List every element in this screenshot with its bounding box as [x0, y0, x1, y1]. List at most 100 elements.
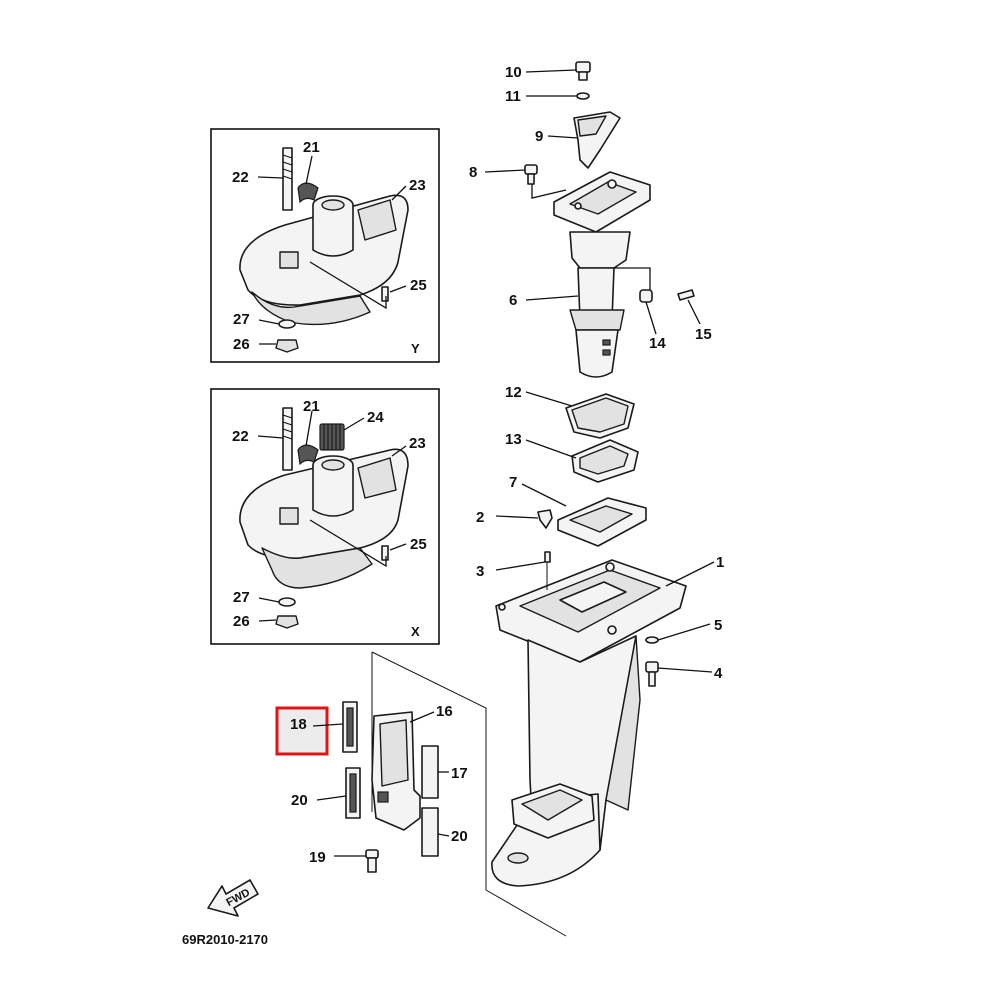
- bolt-8: [524, 164, 538, 175]
- upper-mount-hole-b: [574, 202, 582, 210]
- ref-line-outer: [371, 651, 487, 890]
- bolt-4-shank: [648, 671, 656, 687]
- callout-18[interactable]: 18: [290, 716, 307, 733]
- damper-20-right: [421, 807, 439, 857]
- casing-top-opening: [559, 581, 627, 613]
- leader-13: [525, 439, 577, 459]
- insert-cartridge-y: [297, 182, 319, 204]
- leader-8: [484, 169, 526, 173]
- rubber-mount-group: 18 16 17 20 20 19: [275, 651, 567, 937]
- callout-20-right: 20: [451, 828, 468, 845]
- washer-11: [576, 92, 590, 100]
- seal-13-inner: [579, 445, 629, 475]
- leader-y25-b: [389, 285, 407, 293]
- nut-x: [275, 615, 299, 629]
- callout-x22: 22: [232, 428, 249, 445]
- detail-frame-y: 22 21 23 25 27 26 Y: [210, 128, 440, 363]
- callout-x26: 26: [233, 613, 250, 630]
- housing-pocket-x: [357, 457, 397, 499]
- callout-17: 17: [451, 765, 468, 782]
- callout-9: 9: [535, 128, 543, 145]
- leader-y25-a: [309, 261, 387, 310]
- leader-y23: [391, 185, 407, 201]
- bolt-19-shank: [367, 857, 377, 873]
- housing-skirt-x: [261, 547, 373, 589]
- dowel-3: [544, 551, 551, 563]
- callout-y23: 23: [409, 177, 426, 194]
- callout-y21: 21: [303, 139, 320, 156]
- callout-3: 3: [476, 563, 484, 580]
- callout-x21: 21: [303, 398, 320, 415]
- callout-12: 12: [505, 384, 522, 401]
- callout-y25: 25: [410, 277, 427, 294]
- dowel-pin-x: [381, 545, 389, 561]
- leader-2: [495, 515, 539, 519]
- highlight-box-18[interactable]: [275, 706, 329, 756]
- callout-14: 14: [649, 335, 666, 352]
- leader-4: [657, 667, 713, 673]
- upper-collar: [569, 231, 631, 269]
- screw-15: [677, 289, 695, 301]
- callout-19: 19: [309, 849, 326, 866]
- callout-13: 13: [505, 431, 522, 448]
- leader-x22: [257, 435, 284, 439]
- callout-y22: 22: [232, 169, 249, 186]
- housing-port-y: [279, 251, 299, 269]
- leader-14: [645, 301, 657, 335]
- leader-9: [547, 135, 579, 139]
- callout-y27: 27: [233, 311, 250, 328]
- callout-7: 7: [509, 474, 517, 491]
- callout-x23: 23: [409, 435, 426, 452]
- frame-x-border: [210, 388, 440, 645]
- callout-2: 2: [476, 509, 484, 526]
- leader-x26: [258, 619, 277, 622]
- leader-20a: [316, 795, 347, 801]
- leader-16: [409, 711, 435, 723]
- fwd-arrow: [207, 879, 259, 917]
- callout-4: 4: [714, 665, 723, 682]
- upper-casing-main: 1 2 3 5 4: [476, 509, 724, 887]
- casing-hole-a: [605, 562, 615, 572]
- housing-pocket-y: [357, 199, 397, 241]
- callout-6: 6: [509, 292, 517, 309]
- stud-thread-y: [282, 154, 293, 180]
- leader-6b: [614, 267, 651, 290]
- bolt-8-shank: [527, 173, 535, 185]
- housing-skirt-y: [251, 291, 371, 326]
- leader-10: [525, 69, 577, 73]
- leader-y22: [257, 176, 284, 179]
- leader-y27: [258, 319, 280, 325]
- housing-bore-x: [321, 459, 345, 471]
- casing-hole-c: [607, 625, 617, 635]
- callout-10: 10: [505, 64, 522, 81]
- bolt-2: [537, 509, 553, 529]
- fwd-indicator: FWD: [207, 879, 259, 917]
- damper-17: [421, 745, 439, 799]
- housing-boss-y: [312, 205, 354, 257]
- callout-x24: 24: [367, 409, 384, 426]
- gasket-7-opening: [569, 505, 633, 533]
- leader-x25-a: [309, 519, 387, 568]
- callout-1: 1: [716, 554, 724, 571]
- leader-x25-b: [389, 543, 407, 551]
- callout-y26: 26: [233, 336, 250, 353]
- washer-5: [645, 636, 659, 644]
- bolt-10-shank: [578, 71, 588, 81]
- washer-y: [278, 319, 296, 329]
- exhaust-outlet-inner: [521, 789, 583, 821]
- callout-15: 15: [695, 326, 712, 343]
- leader-6: [525, 295, 579, 301]
- leader-15: [687, 299, 701, 325]
- bolt-10: [575, 61, 591, 73]
- frame-y-border: [210, 128, 440, 363]
- casing-hole-b: [498, 603, 506, 611]
- grommet-14: [639, 289, 653, 303]
- gasket-12-inner: [571, 397, 629, 433]
- bracket-16-tab: [377, 791, 389, 803]
- leader-1: [665, 561, 715, 587]
- leader-x21: [305, 410, 313, 447]
- plate-hole: [507, 852, 529, 864]
- ref-line-bottom: [485, 889, 567, 937]
- callout-16: 16: [436, 703, 453, 720]
